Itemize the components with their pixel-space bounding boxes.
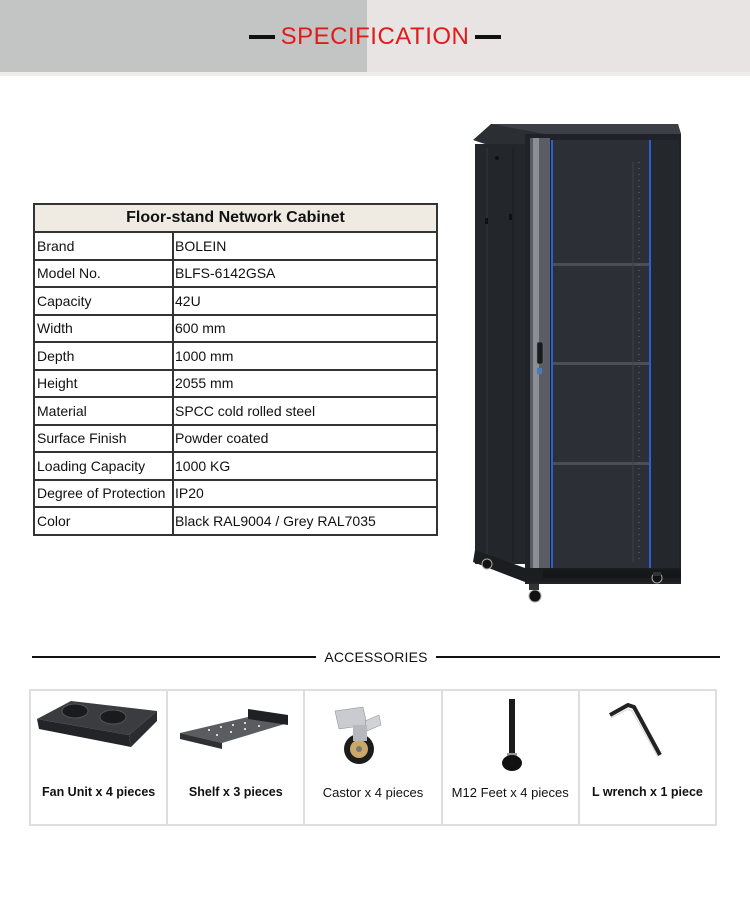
spec-label: Brand xyxy=(33,231,174,261)
accessory-item-m12-feet: M12 Feet x 4 pieces xyxy=(440,691,578,824)
spec-label: Surface Finish xyxy=(33,423,174,453)
spec-value: Powder coated xyxy=(172,423,438,453)
heading-rule-left xyxy=(32,656,317,658)
accessory-item-shelf: Shelf x 3 pieces xyxy=(166,691,303,824)
spec-table-title: Floor-stand Network Cabinet xyxy=(33,203,438,233)
accessories-grid: Fan Unit x 4 pieces Shelf x 3 pieces Cas… xyxy=(29,689,717,826)
spec-label: Material xyxy=(33,396,174,426)
m12-feet-icon xyxy=(501,699,522,771)
header-banner: SPECIFICATION xyxy=(0,0,750,72)
l-wrench-icon xyxy=(608,703,662,758)
accessory-label: L wrench x 1 piece xyxy=(591,785,703,799)
spec-label: Model No. xyxy=(33,258,174,288)
accessories-title: ACCESSORIES xyxy=(324,649,428,665)
accessory-label: M12 Feet x 4 pieces xyxy=(451,785,569,800)
spec-value: 2055 mm xyxy=(172,368,438,398)
spec-value: SPCC cold rolled steel xyxy=(172,396,438,426)
accessory-label: Shelf x 3 pieces xyxy=(188,785,283,799)
title-dash-left xyxy=(248,35,275,39)
spec-value: 600 mm xyxy=(172,313,438,343)
spec-label: Depth xyxy=(33,341,174,371)
heading-rule-right xyxy=(435,656,720,658)
spec-value: Black RAL9004 / Grey RAL7035 xyxy=(172,506,438,536)
spec-label: Capacity xyxy=(33,286,174,316)
banner-left-panel xyxy=(0,0,367,72)
network-cabinet-image xyxy=(473,122,681,612)
fan-unit-icon xyxy=(37,701,157,747)
spec-label: Color xyxy=(33,506,174,536)
spec-value: BOLEIN xyxy=(172,231,438,261)
page-title: SPECIFICATION xyxy=(280,23,470,50)
spec-label: Degree of Protection xyxy=(33,478,174,508)
spec-value: BLFS-6142GSA xyxy=(172,258,438,288)
spec-label: Width xyxy=(33,313,174,343)
accessory-label: Castor x 4 pieces xyxy=(322,785,424,800)
spec-label: Height xyxy=(33,368,174,398)
accessory-item-l-wrench: L wrench x 1 piece xyxy=(577,691,715,824)
accessory-label: Fan Unit x 4 pieces xyxy=(41,785,156,799)
spec-value: IP20 xyxy=(172,478,438,508)
title-dash-right xyxy=(475,35,502,39)
shelf-icon xyxy=(180,709,289,749)
castor-icon xyxy=(335,706,382,764)
spec-value: 1000 mm xyxy=(172,341,438,371)
table-row: Model No.BLFS-6142GSA xyxy=(33,258,438,288)
banner-divider xyxy=(0,72,750,76)
cabinet-icon xyxy=(473,124,681,603)
banner-title-row: SPECIFICATION xyxy=(0,22,750,52)
accessory-item-castor: Castor x 4 pieces xyxy=(303,691,440,824)
spec-label: Loading Capacity xyxy=(33,451,174,481)
accessory-item-fan-unit: Fan Unit x 4 pieces xyxy=(31,691,166,824)
accessories-heading: ACCESSORIES xyxy=(32,647,720,667)
spec-value: 1000 KG xyxy=(172,451,438,481)
spec-value: 42U xyxy=(172,286,438,316)
